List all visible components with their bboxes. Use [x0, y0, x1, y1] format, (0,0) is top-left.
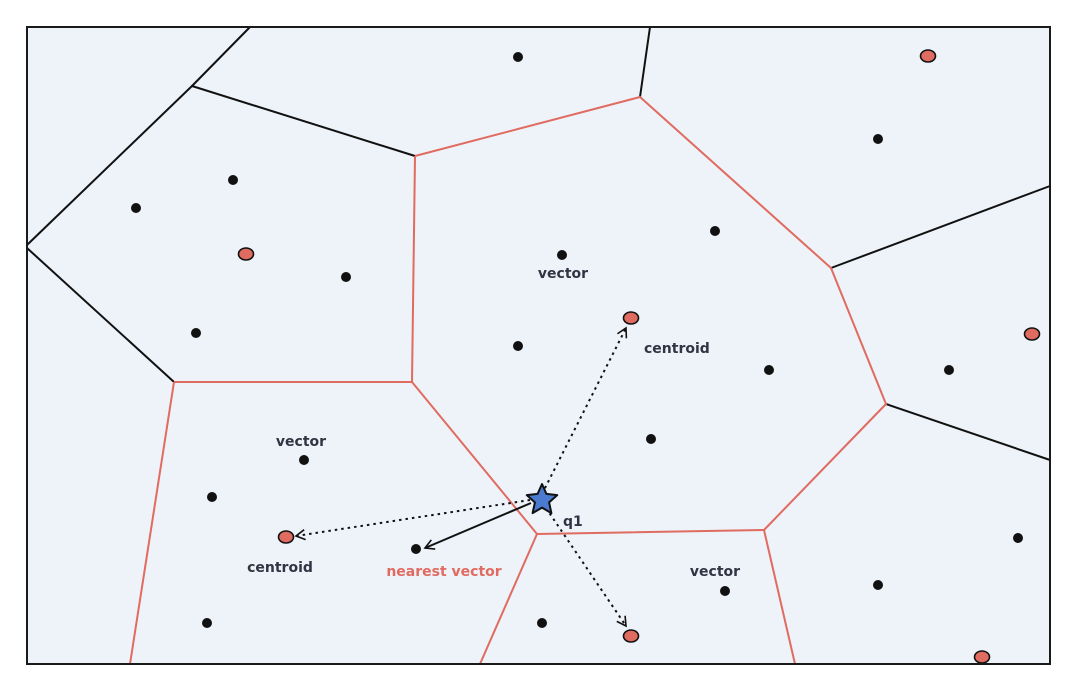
vector-point	[764, 365, 774, 375]
vector-point	[202, 618, 212, 628]
vector-point	[1013, 533, 1023, 543]
canvas-background	[27, 27, 1050, 664]
vector-point	[411, 544, 421, 554]
vector-points	[131, 52, 1023, 628]
centroid-point	[919, 49, 937, 63]
diagram-frame	[26, 26, 1051, 665]
central-cell-boundary	[411, 96, 887, 535]
centroid-label-left: centroid	[247, 560, 313, 576]
vector-point	[873, 134, 883, 144]
nearest-vector-label: nearest vector	[386, 564, 501, 580]
highlighted-cell-boundaries	[129, 96, 887, 665]
vector-point	[513, 52, 523, 62]
vector-point	[299, 455, 309, 465]
boundary-line	[191, 26, 251, 87]
centroid-point	[277, 530, 295, 544]
centroid-label-top: centroid	[644, 341, 710, 357]
vector-label-left: vector	[276, 434, 326, 450]
boundary-line	[885, 403, 1051, 461]
vector-point	[207, 492, 217, 502]
boundary-line	[26, 85, 193, 246]
vector-point	[341, 272, 351, 282]
centroid-point	[622, 311, 640, 325]
vector-point	[191, 328, 201, 338]
centroid-point	[973, 650, 991, 664]
centroid-points	[237, 49, 1041, 664]
boundary-line	[26, 247, 175, 383]
dotted-arrow-to-top-centroid	[541, 326, 628, 495]
vector-label-bottom: vector	[690, 564, 740, 580]
solid-arrow-to-nearest-vector	[423, 502, 532, 550]
vector-label-top: vector	[538, 266, 588, 282]
boundary-line	[763, 529, 796, 665]
centroid-point	[237, 247, 255, 261]
boundary-line	[639, 26, 651, 98]
dotted-arrow-to-left-centroid	[294, 499, 531, 541]
boundary-line	[830, 185, 1051, 269]
vector-point	[646, 434, 656, 444]
centroid-point	[1023, 327, 1041, 341]
outer-cell-boundaries	[26, 26, 1051, 461]
boundary-line	[479, 533, 538, 665]
boundary-line	[129, 381, 175, 665]
vector-point	[557, 250, 567, 260]
boundary-line	[191, 85, 416, 157]
vector-point	[131, 203, 141, 213]
centroid-point	[622, 629, 640, 643]
query-star-icon	[525, 483, 559, 515]
vector-point	[944, 365, 954, 375]
vector-point	[720, 586, 730, 596]
dotted-arrow-to-bottom-centroid	[545, 507, 627, 628]
vector-point	[513, 341, 523, 351]
vector-point	[873, 580, 883, 590]
vector-point	[228, 175, 238, 185]
distance-arrows	[294, 326, 628, 628]
vector-point	[710, 226, 720, 236]
query-label: q1	[563, 514, 583, 530]
vector-point	[537, 618, 547, 628]
